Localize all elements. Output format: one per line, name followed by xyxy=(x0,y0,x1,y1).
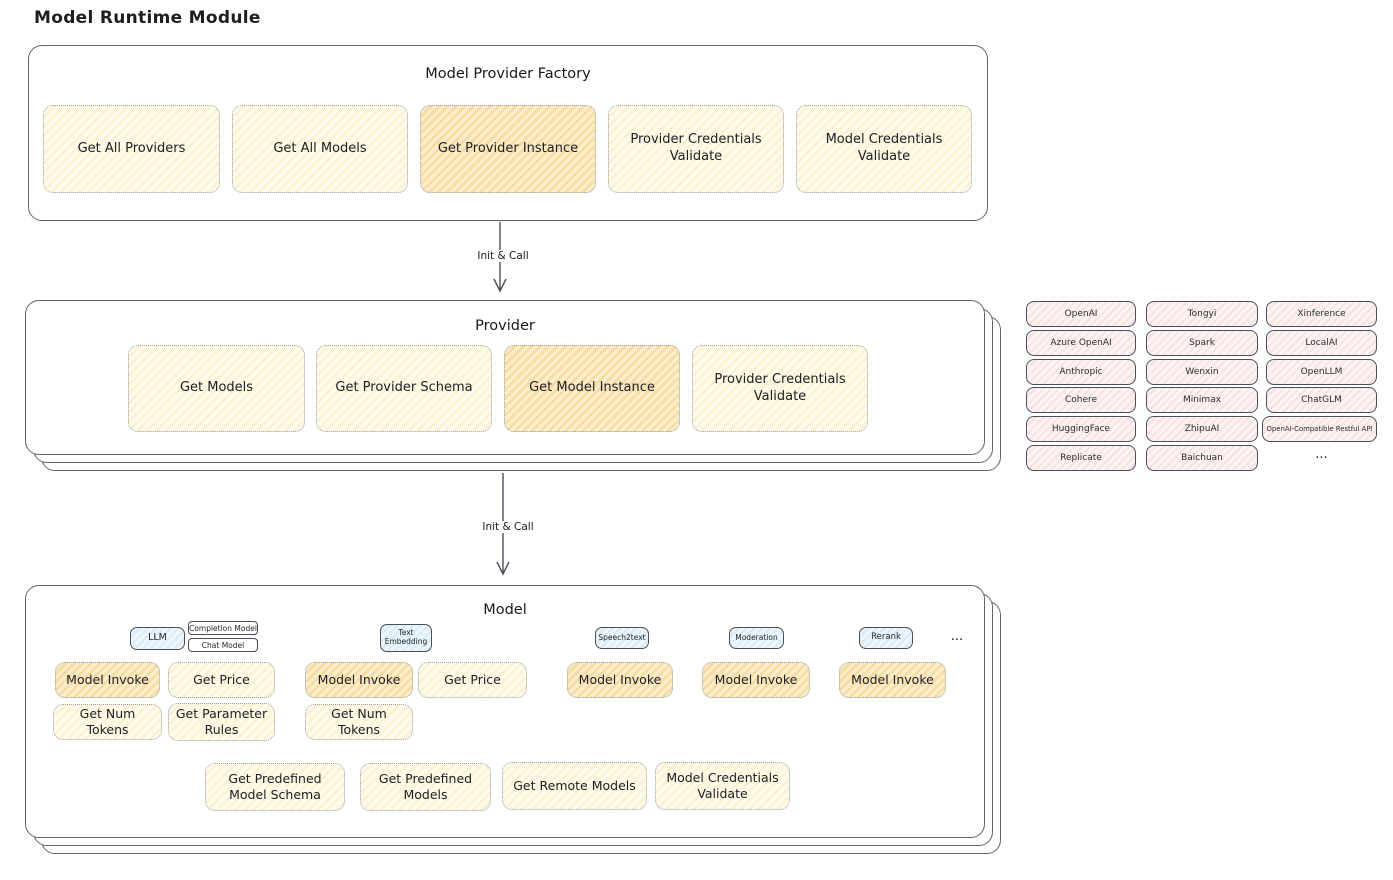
provider-chip-tongyi: Tongyi xyxy=(1146,301,1258,327)
get-models-button: Get Models xyxy=(128,345,305,432)
get-predefined-model-schema-button: Get Predefined Model Schema xyxy=(205,763,345,811)
text-embedding-model-invoke-button: Model Invoke xyxy=(305,662,413,698)
get-all-providers-button: Get All Providers xyxy=(43,105,220,193)
text-embedding-get-price-button: Get Price xyxy=(418,662,527,698)
llm-get-parameter-rules-button: Get Parameter Rules xyxy=(168,703,275,741)
model-tabs-more-ellipsis: ... xyxy=(950,629,964,644)
provider-chip-localai: LocalAI xyxy=(1266,330,1377,356)
provider-chip-zhipuai: ZhipuAI xyxy=(1146,416,1258,442)
factory-model-credentials-validate-button: Model Credentials Validate xyxy=(796,105,972,193)
provider-chip-minimax: Minimax xyxy=(1146,387,1258,413)
get-predefined-models-button: Get Predefined Models xyxy=(360,763,491,811)
model-title: Model xyxy=(483,602,527,618)
provider-chip-xinference: Xinference xyxy=(1266,301,1377,327)
provider-chip-openai-compatible-restful-api: OpenAI-Compatible Restful API xyxy=(1262,416,1377,442)
provider-chip-anthropic: Anthropic xyxy=(1026,359,1136,385)
provider-chip-huggingface: HuggingFace xyxy=(1026,416,1136,442)
provider-chip-chatglm: ChatGLM xyxy=(1266,387,1377,413)
tab-speech2text: Speech2text xyxy=(595,627,649,649)
provider-credentials-validate-button: Provider Credentials Validate xyxy=(692,345,868,432)
provider-chip-openllm: OpenLLM xyxy=(1266,359,1377,385)
tab-chat-model: Chat Model xyxy=(188,638,258,652)
model-credentials-validate-button: Model Credentials Validate xyxy=(655,762,790,810)
factory-provider-credentials-validate-button: Provider Credentials Validate xyxy=(608,105,784,193)
get-remote-models-button: Get Remote Models xyxy=(502,762,647,810)
provider-chip-replicate: Replicate xyxy=(1026,445,1136,471)
provider-chip-openai: OpenAI xyxy=(1026,301,1136,327)
provider-chip-baichuan: Baichuan xyxy=(1146,445,1258,471)
tab-rerank: Rerank xyxy=(859,627,913,649)
tab-completion-model: Completion Model xyxy=(188,621,258,635)
init-call-label-2: Init & Call xyxy=(459,521,557,533)
provider-chip-spark: Spark xyxy=(1146,330,1258,356)
rerank-model-invoke-button: Model Invoke xyxy=(839,662,946,698)
provider-chip-wenxin: Wenxin xyxy=(1146,359,1258,385)
provider-chip-cohere: Cohere xyxy=(1026,387,1136,413)
provider-catalog-more-ellipsis: ... xyxy=(1315,447,1328,462)
provider-title: Provider xyxy=(475,318,535,334)
llm-get-num-tokens-button: Get Num Tokens xyxy=(53,704,162,740)
tab-text-embedding: Text Embedding xyxy=(380,624,432,652)
provider-chip-azure-openai: Azure OpenAI xyxy=(1026,330,1136,356)
tab-moderation: Moderation xyxy=(729,627,784,649)
llm-get-price-button: Get Price xyxy=(168,662,275,698)
moderation-model-invoke-button: Model Invoke xyxy=(702,662,810,698)
init-call-label-1: Init & Call xyxy=(454,250,552,262)
get-all-models-button: Get All Models xyxy=(232,105,408,193)
page-title: Model Runtime Module xyxy=(34,8,261,28)
llm-model-invoke-button: Model Invoke xyxy=(55,662,160,698)
tab-llm: LLM xyxy=(130,627,185,650)
get-model-instance-button: Get Model Instance xyxy=(504,345,680,432)
speech2text-model-invoke-button: Model Invoke xyxy=(567,662,673,698)
model-provider-factory-title: Model Provider Factory xyxy=(425,66,591,82)
get-provider-instance-button: Get Provider Instance xyxy=(420,105,596,193)
text-embedding-get-num-tokens-button: Get Num Tokens xyxy=(305,704,413,740)
get-provider-schema-button: Get Provider Schema xyxy=(316,345,492,432)
